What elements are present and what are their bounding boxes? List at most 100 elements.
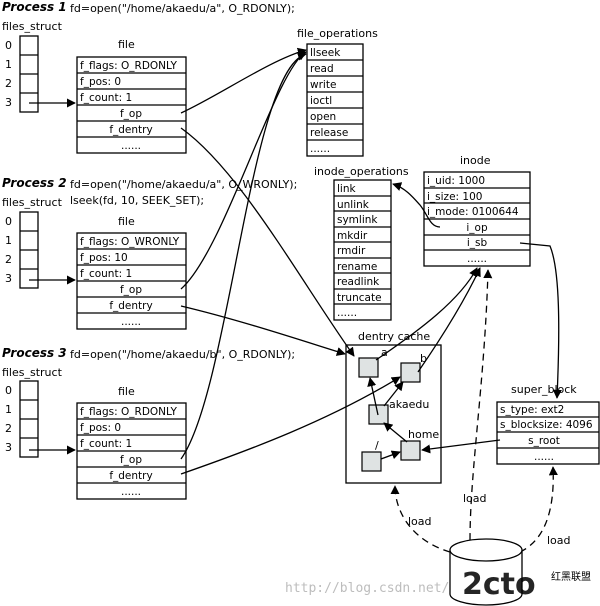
iop-mkdir: mkdir: [337, 230, 368, 242]
process-3-fd-3: 3: [5, 441, 12, 454]
process-2-call-2: lseek(fd, 10, SEEK_SET);: [70, 194, 204, 207]
arrow-p2-dentry: [180, 305, 346, 356]
load-label-superblock: load: [547, 534, 571, 547]
process-2-file-f-count: f_count: 1: [80, 268, 132, 280]
iop-symlink: symlink: [337, 214, 378, 226]
edge-akaedu-a: [367, 377, 379, 416]
process-3-file-f-dentry: f_dentry: [109, 470, 152, 482]
super-block-s-blocksize: s_blocksize: 4096: [500, 419, 593, 431]
logo-sub: 红黑联盟: [551, 570, 591, 583]
inode-i-uid: i_uid: 1000: [427, 175, 485, 187]
arrow-dentry-b-inode: [417, 267, 481, 373]
super-block: super_block s_type: ext2 s_blocksize: 40…: [496, 383, 600, 465]
iop-rename: rename: [337, 261, 377, 273]
dentry-node-b: [400, 362, 421, 383]
process-2-fd-0: 0: [5, 215, 12, 228]
arrow-p1-fop: [180, 47, 307, 114]
process-2-fd-2: 2: [5, 253, 12, 266]
arrow-p2-fop: [180, 51, 307, 290]
process-3-file-f-op: f_op: [120, 454, 142, 466]
process-1-file-f-count: f_count: 1: [80, 92, 132, 104]
inode-more: ......: [467, 253, 487, 265]
process-1-fd-table: 0 1 2 3: [5, 35, 39, 113]
logo-2cto: 2cto: [462, 567, 536, 602]
process-1-fd-0: 0: [5, 39, 12, 52]
watermark-text: http://blog.csdn.net/: [285, 581, 449, 596]
process-2-fd-3: 3: [5, 272, 12, 285]
process-2-file-more: ......: [121, 316, 141, 328]
process-1-fd-2: 2: [5, 77, 12, 90]
arrow-isb: [519, 242, 562, 399]
dentry-label-root: /: [375, 439, 379, 452]
fop-more: ......: [310, 143, 330, 155]
arrow-sroot-home: [421, 439, 501, 454]
iop-readlink: readlink: [337, 276, 380, 288]
process-3-label: Process 3: [2, 346, 67, 360]
dentry-label-a: a: [381, 346, 388, 359]
load-label-dentry: load: [408, 515, 432, 528]
arrow-p3-dentry: [180, 376, 401, 475]
process-3-file-f-flags: f_flags: O_RDONLY: [80, 406, 177, 418]
iop-rmdir: rmdir: [337, 245, 366, 257]
process-1-file-f-flags: f_flags: O_RDONLY: [80, 60, 177, 72]
process-1-file-more: ......: [121, 140, 141, 152]
process-2-fd-table: 0 1 2 3: [5, 211, 39, 289]
inode-i-size: i_size: 100: [427, 191, 482, 203]
fop-llseek: llseek: [310, 47, 341, 59]
process-3-fd-0: 0: [5, 384, 12, 397]
arrow-load-superblock: [519, 466, 558, 553]
dentry-cache: dentry cache a b akaedu home /: [345, 330, 442, 484]
dentry-node-root: [361, 451, 382, 472]
process-2-fd-1: 1: [5, 234, 12, 247]
fop-open: open: [310, 111, 336, 123]
process-3-file-title: file: [118, 385, 135, 398]
process-1-fd-3: 3: [5, 96, 12, 109]
dentry-node-home: [400, 440, 421, 461]
process-2-file-f-dentry: f_dentry: [109, 300, 152, 312]
process-3-file-struct: f_flags: O_RDONLY f_pos: 0 f_count: 1 f_…: [76, 402, 187, 500]
process-2-file-title: file: [118, 215, 135, 228]
process-3-fd-2: 2: [5, 422, 12, 435]
dentry-label-b: b: [420, 352, 427, 365]
process-2-label: Process 2: [2, 176, 67, 190]
dentry-cache-title: dentry cache: [358, 330, 430, 343]
disk-icon: [449, 538, 523, 606]
arrow-p1-dentry: [180, 127, 355, 357]
inode-i-sb: i_sb: [467, 237, 488, 249]
iop-truncate: truncate: [337, 292, 382, 304]
arrow-p3-fop: [180, 51, 307, 460]
arrow-iop: [392, 182, 441, 228]
process-3-files-struct-title: files_struct: [2, 366, 63, 379]
process-2-files-struct-title: files_struct: [2, 196, 63, 209]
process-1-file-title: file: [118, 38, 135, 51]
process-3-file-f-pos: f_pos: 0: [80, 422, 121, 434]
file-operations: file_operations llseek read write ioctl …: [297, 27, 378, 157]
fop-ioctl: ioctl: [310, 95, 332, 107]
inode-operations-title: inode_operations: [314, 165, 409, 178]
inode: inode i_uid: 1000 i_size: 100 i_mode: 01…: [423, 154, 531, 267]
inode-i-op: i_op: [466, 222, 488, 234]
super-block-more: ......: [534, 451, 554, 463]
super-block-s-type: s_type: ext2: [500, 404, 564, 416]
iop-more: ......: [337, 307, 357, 319]
fop-release: release: [310, 127, 348, 139]
fop-read: read: [310, 63, 334, 75]
edge-root-home: [380, 450, 401, 460]
inode-operations: inode_operations link unlink symlink mkd…: [314, 165, 409, 321]
process-3-fd-1: 1: [5, 403, 12, 416]
process-2-call-1: fd=open("/home/akaedu/a", O_WRONLY);: [70, 178, 297, 191]
process-2: Process 2 fd=open("/home/akaedu/a", O_WR…: [2, 176, 297, 330]
dentry-label-akaedu: akaedu: [389, 398, 429, 411]
process-1-fd-1: 1: [5, 58, 12, 71]
iop-unlink: unlink: [337, 199, 370, 211]
file-operations-title: file_operations: [297, 27, 378, 40]
iop-link: link: [337, 183, 356, 195]
process-3-call-1: fd=open("/home/akaedu/b", O_RDONLY);: [70, 348, 295, 361]
process-3-fd-table: 0 1 2 3: [5, 380, 39, 458]
load-label-inode: load: [463, 492, 487, 505]
process-3: Process 3 fd=open("/home/akaedu/b", O_RD…: [2, 346, 295, 500]
dentry-label-home: home: [408, 428, 439, 441]
process-3-file-f-count: f_count: 1: [80, 438, 132, 450]
